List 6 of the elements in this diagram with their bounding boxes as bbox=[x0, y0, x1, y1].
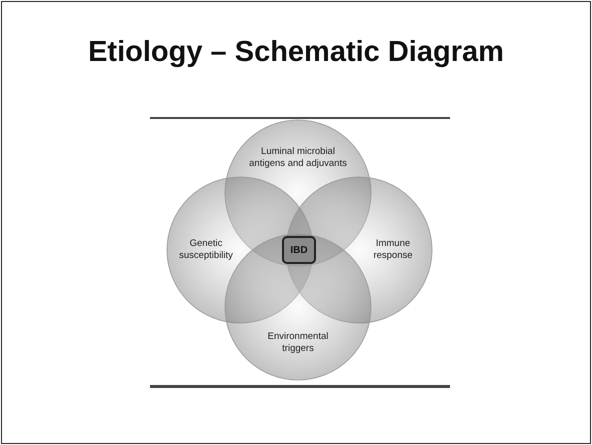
circle-label: Genetic susceptibility bbox=[178, 238, 234, 262]
circle-label: Luminal microbial antigens and adjuvants bbox=[248, 146, 348, 170]
center-box: IBD bbox=[282, 236, 316, 264]
circle-label: Immune response bbox=[372, 238, 414, 262]
title: Etiology – Schematic Diagram bbox=[87, 36, 505, 69]
circle-label: Environmental triggers bbox=[266, 331, 330, 355]
